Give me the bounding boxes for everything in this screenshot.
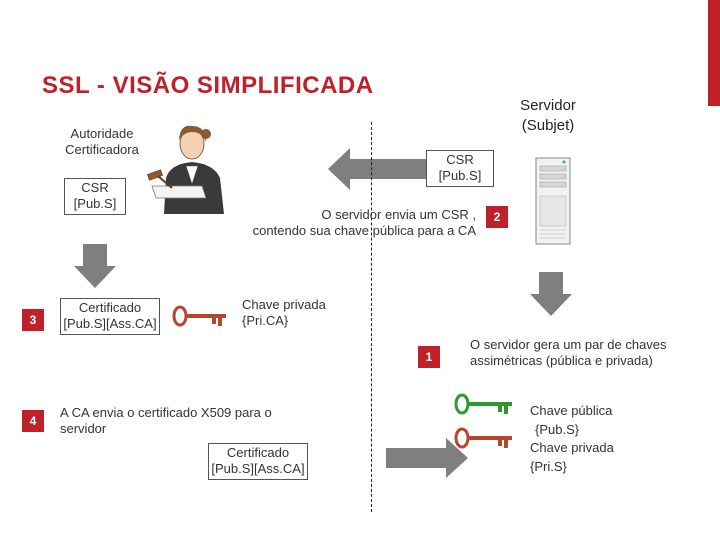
ca-label: Autoridade Certificadora [65,126,139,157]
generate-keys-note: O servidor gera um par de chaves assimét… [470,337,667,368]
server-label: Servidor (Subjet) [520,97,576,134]
arrow-down-server [530,272,572,316]
server-keys-label: Chave pública {Pub.S} Chave privada {Pri… [530,403,614,474]
red-key-icon [454,427,512,449]
step-badge-4: 4 [22,410,44,432]
arrow-to-server [386,438,468,478]
csr-box-server: CSR [Pub.S] [426,150,494,187]
arrow-to-ca [328,148,426,190]
ca-private-key-label: Chave privada {Pri.CA} [242,297,326,328]
red-key-icon [172,305,226,327]
csr-box-ca: CSR [Pub.S] [64,178,126,215]
arrow-down-ca [74,244,116,288]
send-note: O servidor envia um CSR , contendo sua c… [252,207,476,238]
server-tower-icon [535,157,571,245]
return-note: A CA envia o certificado X509 para o ser… [60,405,272,436]
slide-title: SSL - VISÃO SIMPLIFICADA [42,72,374,99]
step-badge-3: 3 [22,309,44,331]
certificate-box-ca: Certificado [Pub.S][Ass.CA] [60,298,160,335]
certificate-box-return: Certificado [Pub.S][Ass.CA] [208,443,308,480]
judge-icon [147,125,224,214]
green-key-icon [454,393,512,415]
step-badge-2: 2 [486,206,508,228]
divider-line [371,122,372,512]
step-badge-1: 1 [418,346,440,368]
accent-bar [708,0,720,106]
